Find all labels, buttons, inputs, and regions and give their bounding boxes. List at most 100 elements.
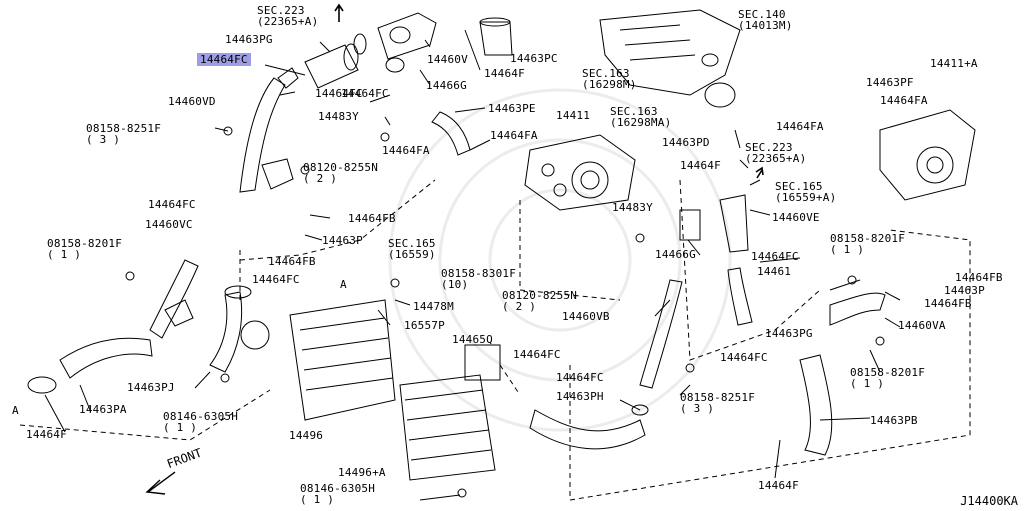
label-14464f-c: 14464F: [26, 428, 67, 441]
hose-14463pb: [799, 354, 833, 456]
intercooler-14496: [289, 299, 396, 421]
label-14463pf: 14463PF: [866, 76, 914, 89]
hose-14463pg-right: [727, 267, 753, 326]
label-14464fc-h: 14464FC: [556, 371, 604, 384]
hose-14463pc: [479, 17, 513, 56]
label-14478m: 14478M: [413, 300, 454, 313]
intercooler-14496a: [399, 374, 496, 481]
label-08158-8301f: 08158-8301F (10): [441, 267, 517, 291]
label-14460vd: 14460VD: [168, 95, 216, 108]
label-14483y-a: 14483Y: [318, 110, 359, 123]
label-08146-6305h-b: 08146-6305H ( 1 ): [300, 482, 376, 506]
hose-14463pe: [431, 111, 471, 156]
hose-14463pj: [209, 285, 270, 373]
front-arrow: [145, 471, 176, 495]
label-14460ve: 14460VE: [772, 211, 820, 224]
label-14464fa-b: 14464FA: [490, 129, 538, 142]
pipe-14460ve: [679, 194, 749, 253]
label-08146-6305h-a: 08146-6305H ( 1 ): [163, 410, 239, 434]
label-14464f-d: 14464F: [758, 479, 799, 492]
pipe-14460vc: [149, 259, 199, 339]
label-14466g-b: 14466G: [655, 248, 696, 261]
label-14465q: 14465Q: [452, 333, 493, 346]
label-sec140: SEC.140 (14013M): [738, 8, 793, 32]
label-14463p-a: 14463P: [322, 234, 363, 247]
label-14460v: 14460V: [427, 53, 468, 66]
label-14463pb: 14463PB: [870, 414, 918, 427]
leader-lines: [44, 29, 901, 501]
label-08120-8255n-a: 08120-8255N ( 2 ): [303, 161, 379, 185]
label-14464fc-a: 14464FC: [315, 87, 363, 100]
label-sec163-a: SEC.163 (16298M): [582, 67, 637, 91]
label-14464fc-b: 14464FC: [341, 87, 389, 100]
label-14496a: 14496+A: [338, 466, 386, 479]
hose-14463pg: [304, 33, 367, 89]
label-14460vc: 14460VC: [145, 218, 193, 231]
label-14463p-b: 14463P: [944, 284, 985, 297]
label-14464fc-e: 14464FC: [751, 250, 799, 263]
label-sec223-top: SEC.223 (22365+A): [257, 4, 319, 28]
label-14460va: 14460VA: [898, 319, 946, 332]
label-ref-a-1: A: [340, 278, 347, 291]
label-14464fb-d: 14464FB: [924, 297, 972, 310]
label-14464f-a: 14464F: [484, 67, 525, 80]
label-14464fc-g: 14464FC: [513, 348, 561, 361]
label-14463ph: 14463PH: [556, 390, 604, 403]
label-14411a: 14411+A: [930, 57, 978, 70]
label-14464fc-d: 14464FC: [252, 273, 300, 286]
label-14463pj: 14463PJ: [127, 381, 175, 394]
label-14464f-b: 14464F: [680, 159, 721, 172]
label-08158-8201f-c: 08158-8201F ( 1 ): [850, 366, 926, 390]
label-sec165-b: SEC.165 (16559): [388, 237, 436, 261]
label-ref-a-2: A: [12, 404, 19, 417]
label-14463pc: 14463PC: [510, 52, 558, 65]
label-sec223-b: SEC.223 (22365+A): [745, 141, 807, 165]
duct-14460vd: [239, 67, 299, 193]
label-08158-8251f-a: 08158-8251F ( 3 ): [86, 122, 162, 146]
label-14464fb-a: 14464FB: [348, 212, 396, 225]
label-14464fc-highlighted[interactable]: 14464FC: [197, 53, 251, 66]
turbocharger-14411: [524, 134, 636, 211]
label-14463pe: 14463PE: [488, 102, 536, 115]
label-14464fa-a: 14464FA: [382, 144, 430, 157]
label-14464fc-f: 14464FC: [720, 351, 768, 364]
diagram-id: J14400KA: [960, 494, 1018, 508]
label-14463pd: 14463PD: [662, 136, 710, 149]
arrow-up-sec223: [334, 3, 344, 22]
bracket-14465q: [464, 344, 501, 381]
label-14461: 14461: [757, 265, 792, 278]
label-sec163-b: SEC.163 (16298MA): [610, 105, 672, 129]
label-14496: 14496: [289, 429, 324, 442]
arrow-up-sec223-b: [755, 166, 764, 179]
label-14483y-b: 14483Y: [612, 201, 653, 214]
watermark: [388, 88, 732, 432]
pipe-14460va: [829, 292, 886, 326]
label-14464fb-b: 14464FB: [268, 255, 316, 268]
intake-manifold: [599, 9, 741, 108]
label-08158-8201f-a: 08158-8201F ( 1 ): [47, 237, 123, 261]
label-08158-8201f-b: 08158-8201F ( 1 ): [830, 232, 906, 256]
reference-lines: [19, 179, 971, 501]
label-14466g-a: 14466G: [426, 79, 467, 92]
pipe-14460vb: [639, 279, 683, 389]
label-14464fc-c: 14464FC: [148, 198, 196, 211]
label-08158-8251f-b: 08158-8251F ( 3 ): [680, 391, 756, 415]
label-14463pg: 14463PG: [225, 33, 273, 46]
label-16557p: 16557P: [404, 319, 445, 332]
label-08120-8255n-b: 08120-8255N ( 2 ): [502, 289, 578, 313]
label-14460vb: 14460VB: [562, 310, 610, 323]
label-14411: 14411: [556, 109, 591, 122]
connector-14460v: [377, 12, 437, 73]
label-sec165-a: SEC.165 (16559+A): [775, 180, 837, 204]
hose-14463pa: [27, 337, 153, 394]
label-14463pg-b: 14463PG: [765, 327, 813, 340]
label-14464fb-c: 14464FB: [955, 271, 1003, 284]
label-14463pa: 14463PA: [79, 403, 127, 416]
turbocharger-14411a: [879, 109, 976, 201]
bolts: [125, 126, 885, 498]
hose-14463ph: [529, 404, 649, 450]
label-14464fa-d: 14464FA: [776, 120, 824, 133]
label-14464fa-c: 14464FA: [880, 94, 928, 107]
